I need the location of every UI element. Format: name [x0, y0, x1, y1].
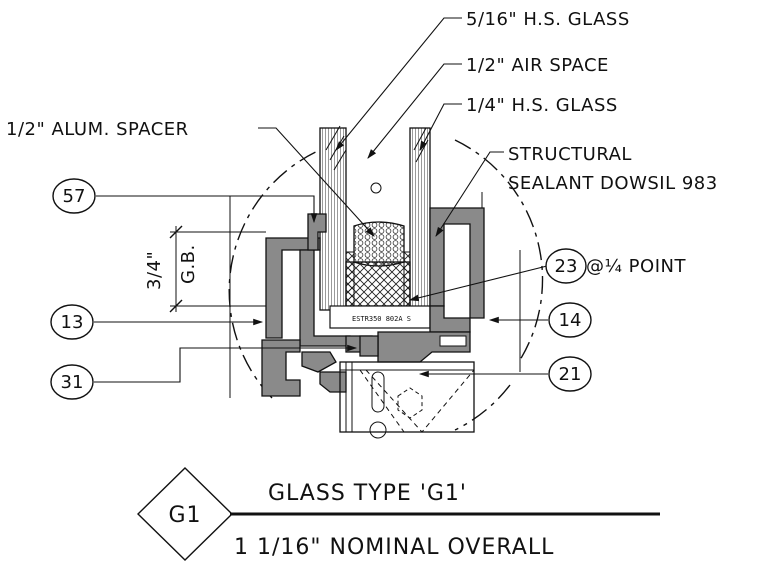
- tag-title: GLASS TYPE 'G1': [268, 481, 467, 506]
- svg-text:14: 14: [559, 310, 582, 331]
- callout-leaders: [94, 17, 548, 383]
- svg-text:23: 23: [555, 256, 578, 277]
- bubble-57: 57: [52, 178, 96, 214]
- tag-code: G1: [168, 503, 201, 528]
- sealant-callout-line1: STRUCTURAL: [508, 144, 632, 165]
- point-ref-callout: @¼ POINT: [586, 256, 686, 277]
- svg-text:31: 31: [61, 372, 84, 393]
- spacer-callout: 1/2" ALUM. SPACER: [6, 119, 189, 140]
- inner-glass-callout: 1/4" H.S. GLASS: [466, 95, 618, 116]
- svg-text:13: 13: [61, 312, 84, 333]
- gb-dimension-label: G.B.: [178, 244, 199, 284]
- alum-spacer: [353, 221, 405, 267]
- sealant-callout-line2: SEALANT DOWSIL 983: [508, 173, 718, 194]
- svg-text:21: 21: [559, 364, 582, 385]
- structural-sealant: [345, 251, 411, 309]
- bubble-13: 13: [50, 304, 94, 340]
- tag-diamond: [136, 467, 234, 561]
- frame-dimension-lines: [229, 192, 521, 398]
- mullion-body: [339, 361, 475, 439]
- glass-type-tag: G1 GLASS TYPE 'G1' 1 1/16" NOMINAL OVERA…: [136, 467, 660, 561]
- bubble-14: 14: [548, 302, 592, 338]
- air-space-callout: 1/2" AIR SPACE: [466, 55, 609, 76]
- right-frame-profile: [359, 207, 485, 363]
- air-space: [370, 182, 382, 194]
- gb-dimension-value: 3/4": [144, 251, 165, 290]
- bubble-31: 31: [50, 364, 94, 400]
- bubble-23: 23: [545, 248, 587, 284]
- svg-text:57: 57: [63, 186, 86, 207]
- gb-dimension: 3/4" G.B.: [144, 225, 266, 313]
- tag-subtitle: 1 1/16" NOMINAL OVERALL: [234, 535, 554, 560]
- setting-block-stamp: ESTR350 802A S: [352, 315, 411, 323]
- left-frame-profile: [261, 213, 373, 397]
- outer-glass-callout: 5/16" H.S. GLASS: [466, 9, 630, 30]
- bubble-21: 21: [548, 356, 592, 392]
- inner-glass-lite: [409, 127, 431, 311]
